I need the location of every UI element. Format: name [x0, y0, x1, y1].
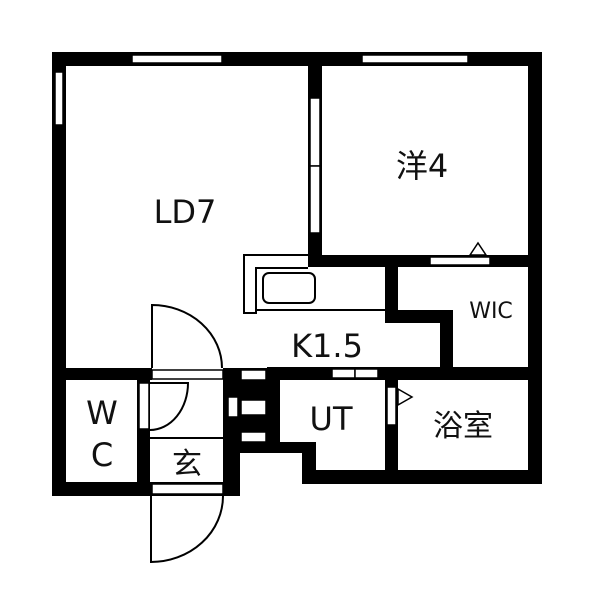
column-window-3 [240, 399, 267, 416]
wall-bottom-right [302, 470, 542, 484]
entrance-opening-bottom [151, 483, 224, 495]
wall-wic-step [385, 310, 453, 323]
ut-door-upper2 [354, 368, 379, 379]
wall-western-bottom [308, 255, 528, 267]
wic-door-arrow [468, 241, 488, 256]
label-entrance: 玄 [172, 447, 202, 482]
wall-wc-top [52, 368, 152, 380]
label-utility: UT [310, 400, 353, 438]
counter-outline [243, 254, 308, 314]
label-western-room: 洋4 [396, 147, 448, 185]
column-window-2 [227, 396, 239, 418]
label-ld: LD7 [154, 193, 217, 231]
door-wc-swing [149, 382, 190, 431]
door-entrance-swing [150, 495, 224, 564]
column-window-4 [240, 431, 267, 443]
sink-icon [262, 272, 316, 304]
label-wic: WIC [469, 299, 513, 324]
column-window-1 [240, 369, 267, 381]
window-western-top [361, 54, 469, 64]
label-kitchen: K1.5 [291, 327, 363, 365]
wall-entrance-right [223, 368, 240, 496]
sliding-door-upper [309, 97, 321, 167]
wall-ut-top [267, 367, 528, 380]
wall-right [528, 52, 542, 484]
wc-door-opening [138, 382, 150, 430]
doors [149, 303, 224, 564]
wall-ut-bottom-left [240, 442, 316, 453]
windows-and-openings [54, 54, 491, 495]
entrance-opening-top [151, 369, 224, 380]
ut-door-upper [331, 368, 356, 379]
label-wc-w: W [86, 394, 118, 432]
room-labels: LD7 洋4 WIC K1.5 UT 浴室 W C 玄 [86, 147, 513, 482]
window-ld-top [131, 54, 223, 64]
wall-left [52, 52, 66, 496]
wall-wic-lower [440, 310, 453, 380]
bath-door-arrow [397, 387, 414, 407]
bath-door [386, 386, 397, 426]
door-ld-kitchen-swing [151, 303, 223, 369]
label-wc-c: C [91, 436, 113, 474]
kitchen-counter [243, 254, 385, 314]
window-ld-left [54, 71, 64, 126]
sliding-door-lower [309, 165, 321, 234]
label-bathroom: 浴室 [433, 409, 493, 444]
wic-door [429, 256, 491, 266]
wall-wic-left [385, 255, 398, 323]
